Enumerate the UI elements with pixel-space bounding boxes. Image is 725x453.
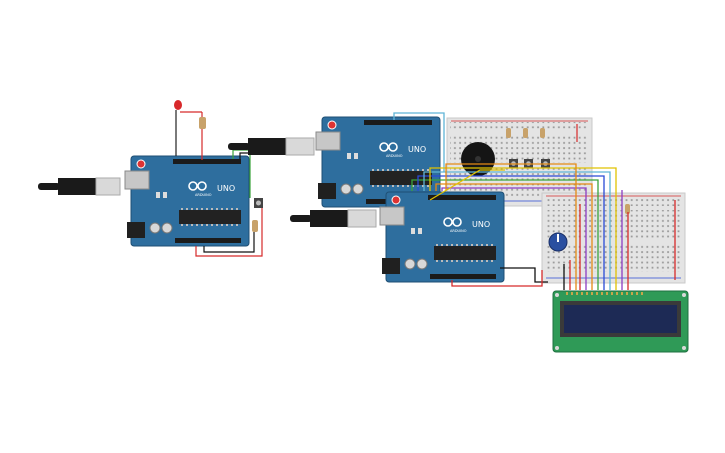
arduino-uno-1[interactable]: UNO ARDUINO	[124, 155, 250, 247]
resistor-led[interactable]	[199, 112, 206, 160]
lcd-16x2[interactable]	[552, 290, 689, 353]
usb-cable-3[interactable]	[290, 209, 377, 228]
brand-label: ARDUINO	[450, 229, 467, 233]
push-button-1[interactable]	[252, 198, 263, 232]
potentiometer[interactable]	[548, 232, 568, 252]
breadboard-2[interactable]	[541, 192, 686, 284]
uno-label: UNO	[408, 145, 426, 154]
uno-label: UNO	[472, 220, 490, 229]
usb-cable-2[interactable]	[228, 137, 315, 156]
usb-cable-1[interactable]	[38, 177, 121, 196]
arduino-uno-3[interactable]: UNO ARDUINO	[379, 191, 505, 283]
uno-label: UNO	[217, 184, 235, 193]
arduino-uno-2[interactable]: UNO ARDUINO	[315, 116, 441, 208]
brand-label: ARDUINO	[386, 154, 403, 158]
brand-label: ARDUINO	[195, 193, 212, 197]
wires-main	[393, 112, 676, 290]
resistors-buttons[interactable]	[506, 124, 578, 142]
red-led[interactable]	[174, 100, 202, 156]
resistor-lcd[interactable]	[625, 204, 630, 214]
